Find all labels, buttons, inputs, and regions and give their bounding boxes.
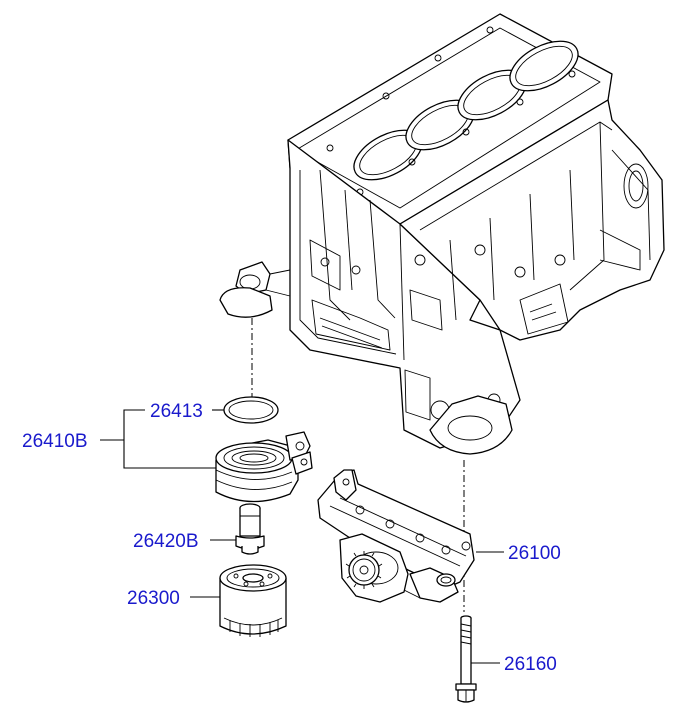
oil-filter-gasket-drawing	[223, 396, 279, 424]
oil-cooler-assembly-drawing	[215, 431, 313, 503]
oil-filter-drawing	[219, 564, 287, 637]
oil-pump-bolt-drawing	[455, 615, 477, 703]
leader-lines	[100, 409, 504, 664]
part-label-26300: 26300	[127, 588, 180, 609]
part-label-26413: 26413	[150, 401, 203, 422]
part-label-26100: 26100	[508, 543, 561, 564]
oil-filter-fitting-drawing	[235, 503, 265, 555]
part-label-26160: 26160	[504, 654, 557, 675]
oil-pump-drawing	[317, 469, 475, 603]
part-label-26410b: 26410B	[22, 431, 88, 452]
cylinder-block-drawing	[219, 13, 665, 455]
part-label-26420b: 26420B	[133, 531, 199, 552]
